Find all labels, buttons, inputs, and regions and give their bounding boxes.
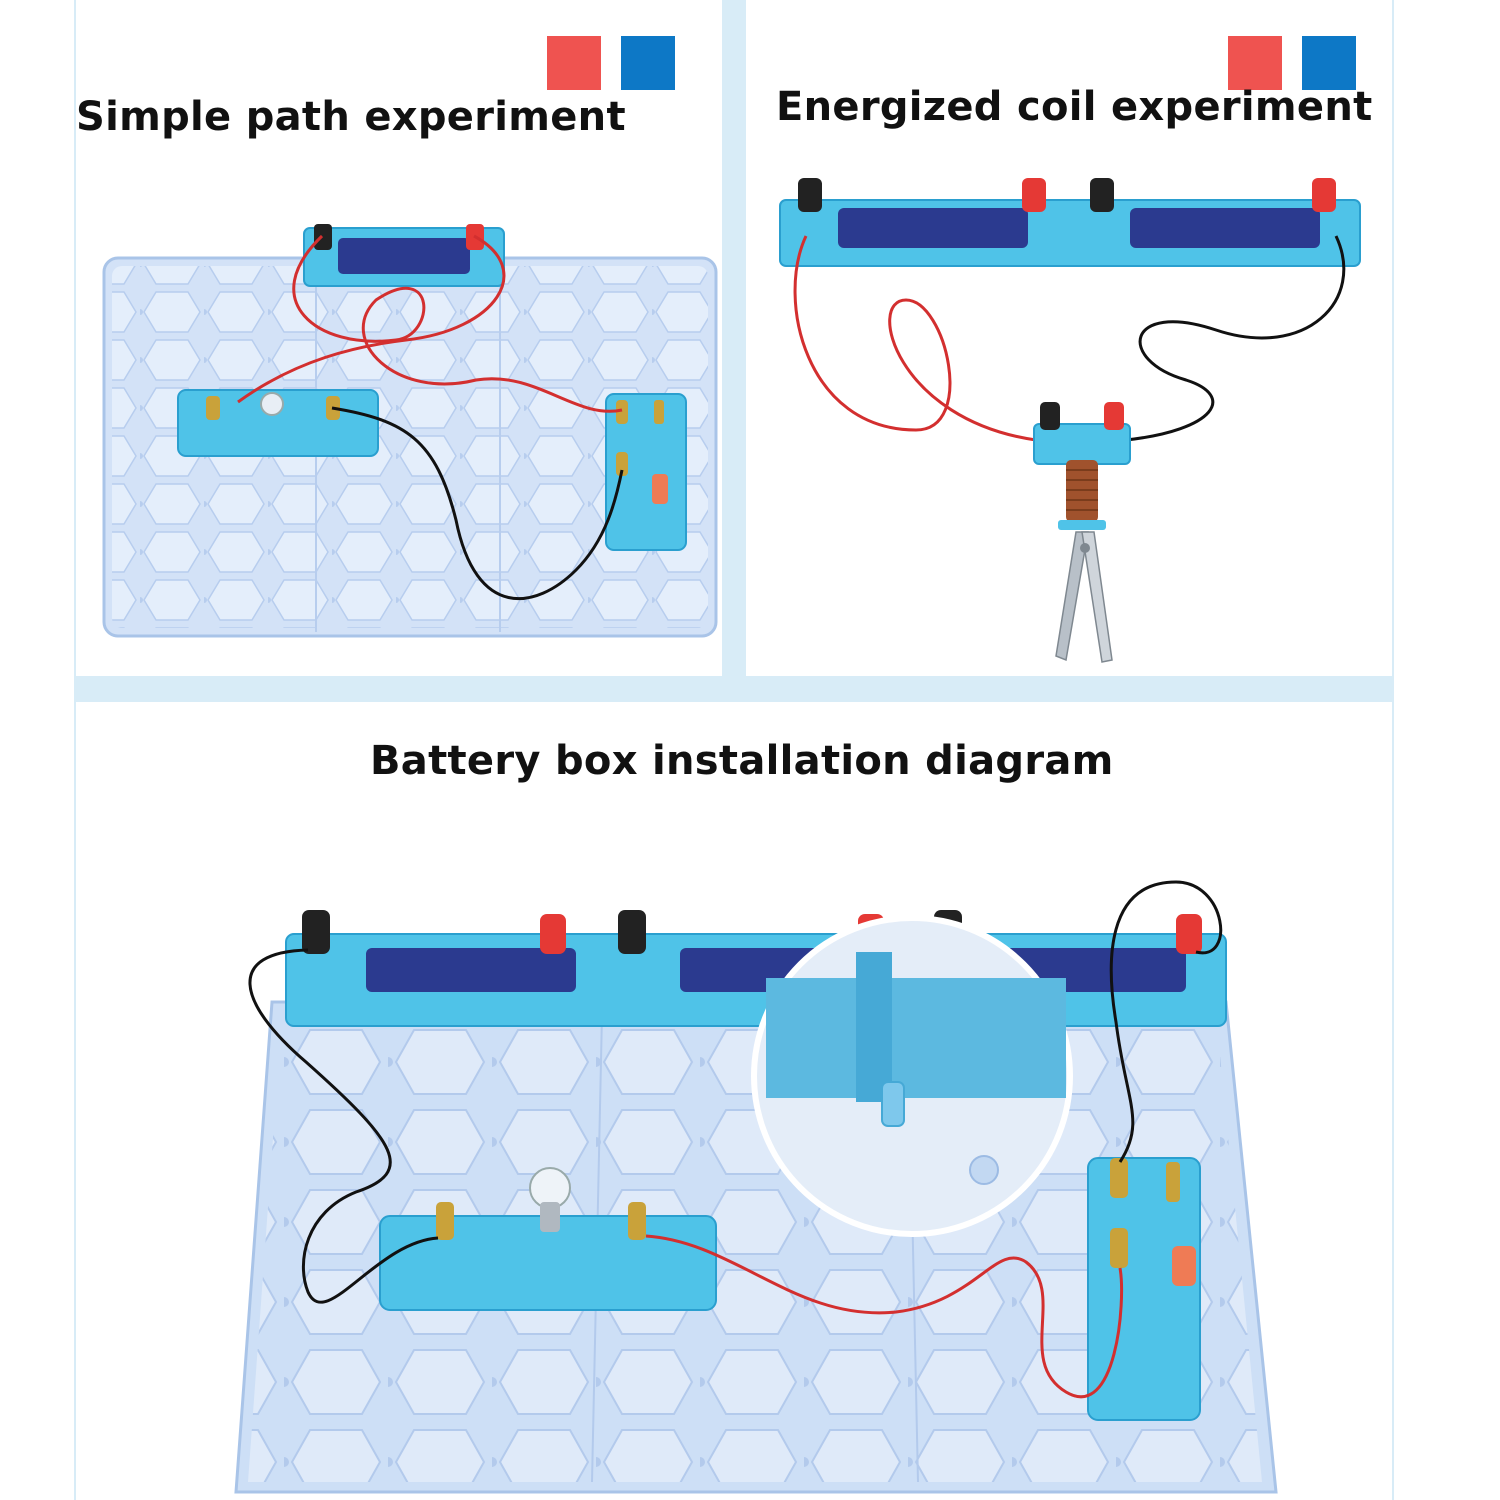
panel-battery-box: Battery box installation diagram [76, 702, 1392, 1500]
black-wire-right [1109, 880, 1223, 1163]
color-swatch-blue [1302, 36, 1356, 90]
circuit-board [102, 256, 718, 638]
panel-title: Simple path experiment [76, 94, 626, 140]
energized-coil-illustration [779, 178, 1361, 663]
panel-simple-path: Simple path experiment [76, 0, 722, 676]
red-wire [292, 234, 623, 413]
panel-energized-coil: Energized coil experiment [746, 0, 1392, 676]
red-wire-2 [237, 234, 506, 404]
simple-path-illustration [102, 224, 718, 638]
color-swatch-blue [621, 36, 675, 90]
bulb-holder [379, 1167, 717, 1311]
panel-title: Energized coil experiment [776, 84, 1373, 130]
red-wire [793, 235, 1037, 442]
zoom-inset [751, 915, 1073, 1237]
battery-box-triple [285, 910, 1227, 1027]
color-swatch-red [547, 36, 601, 90]
coil-electromagnet [1033, 402, 1131, 530]
switch-holder [605, 393, 687, 551]
switch-holder [1087, 1157, 1201, 1421]
battery-holder [303, 224, 505, 287]
red-wire [645, 1234, 1123, 1399]
battery-box-double [779, 178, 1361, 267]
battery-box-illustration [234, 880, 1278, 1494]
black-wire [331, 406, 624, 600]
color-swatch-red [1228, 36, 1282, 90]
black-wire [1125, 235, 1346, 442]
scissors [1055, 531, 1113, 663]
panel-title: Battery box installation diagram [370, 738, 1114, 784]
bulb-holder [177, 389, 379, 457]
black-wire-left [248, 948, 439, 1304]
